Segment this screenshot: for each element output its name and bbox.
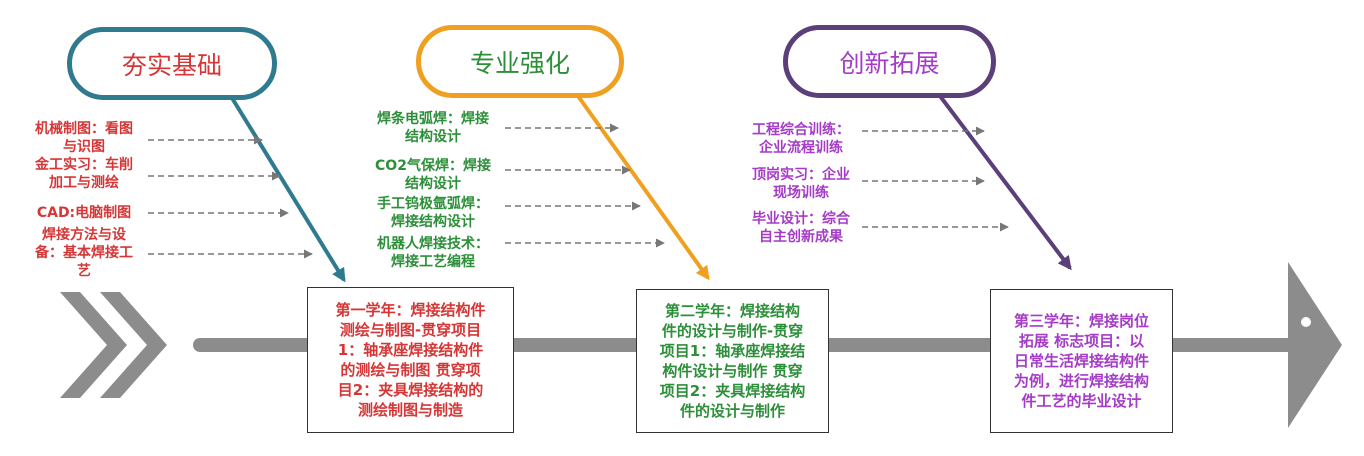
stage-1-item-4: 焊接方法与设 备：基本焊接工 艺 [35,227,133,279]
stage-3-item-1: 工程综合训练： 企业流程训练 [752,122,850,156]
stage-3-item-2: 顶岗实习：企业 现场训练 [752,167,850,201]
stage-3-item-3: 毕业设计：综合 自主创新成果 [752,211,850,245]
stage-2-item-3: 手工钨极氩弧焊： 焊接结构设计 [377,196,489,230]
stage-1-item-2: 金工实习：车削 加工与测绘 [35,157,133,191]
stage-3-title: 创新拓展 [783,25,996,98]
stage-2-item-4: 机器人焊接技术： 焊接工艺编程 [377,236,489,270]
stage-1-title: 夯实基础 [67,27,277,100]
stage-1-item-3: CAD:电脑制图 [36,205,132,221]
bone-line-stage-1 [230,96,346,283]
stage-2-item-2: CO2气保焊：焊接 结构设计 [375,158,491,192]
stage-2-title: 专业强化 [416,25,624,98]
bone-line-stage-2 [576,94,710,281]
stage-2-item-1: 焊条电弧焊：焊接 结构设计 [377,111,489,145]
item-arrows [148,123,1009,259]
fish-tail [60,292,167,398]
stage-2-summary-box: 第二学年：焊接结构 件的设计与制作-贯穿 项目1：轴承座焊接结 构件设计与制作 … [636,289,829,433]
bone-line-stage-3 [938,94,1072,271]
stage-1-summary-box: 第一学年：焊接结构件 测绘与制图-贯穿项目 1：轴承座焊接结构件 的测绘与制图 … [307,287,514,433]
stage-1-item-1: 机械制图：看图 与识图 [35,121,133,155]
stage-3-summary-box: 第三学年：焊接岗位 拓展 标志项目：以 日常生活焊接结构件 为例，进行焊接结构 … [990,289,1173,433]
fish-head [1288,262,1342,428]
